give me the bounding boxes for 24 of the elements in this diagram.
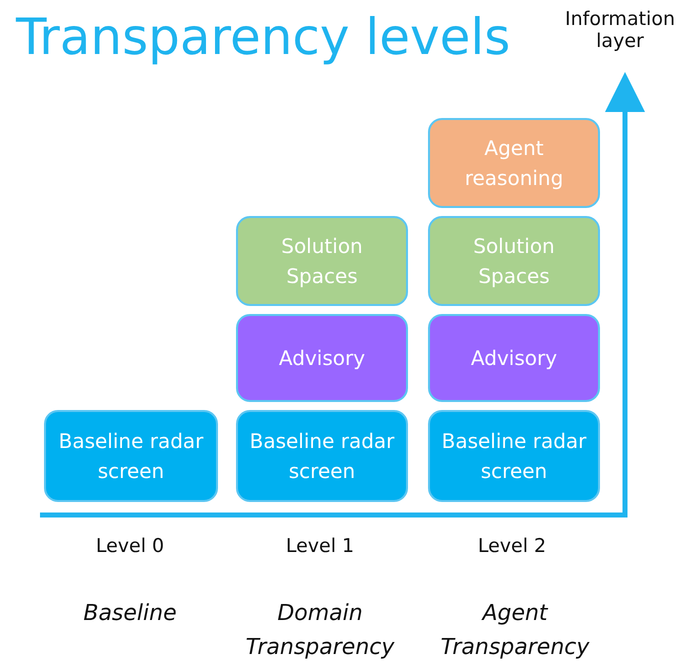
solution-box bbox=[428, 216, 600, 306]
box-label: Baseline radar screen bbox=[58, 428, 204, 485]
box-label: Advisory bbox=[470, 345, 558, 372]
box-label: Baseline radar screen bbox=[440, 428, 588, 485]
advisory-box bbox=[428, 314, 600, 402]
baseline-box bbox=[236, 410, 408, 502]
level-name: Domain Transparency bbox=[244, 600, 396, 661]
advisory-box bbox=[236, 314, 408, 402]
level-label: Level 1 bbox=[284, 535, 356, 557]
title: Transparency levels bbox=[16, 8, 510, 66]
level-name: Agent Transparency bbox=[440, 600, 590, 661]
box-label: Baseline radar screen bbox=[248, 428, 396, 485]
box-label: Advisory bbox=[278, 345, 366, 372]
axis-title: Information layer bbox=[564, 8, 676, 52]
baseline-box bbox=[44, 410, 218, 502]
box-label: Solution Spaces bbox=[472, 233, 556, 290]
level-label: Level 2 bbox=[476, 535, 548, 557]
level-label: Level 0 bbox=[94, 535, 166, 557]
box-label: Solution Spaces bbox=[280, 233, 364, 290]
box-label: Agent reasoning bbox=[464, 135, 564, 192]
baseline-box bbox=[428, 410, 600, 502]
solution-box bbox=[236, 216, 408, 306]
reasoning-box bbox=[428, 118, 600, 208]
level-name: Baseline bbox=[82, 600, 178, 628]
